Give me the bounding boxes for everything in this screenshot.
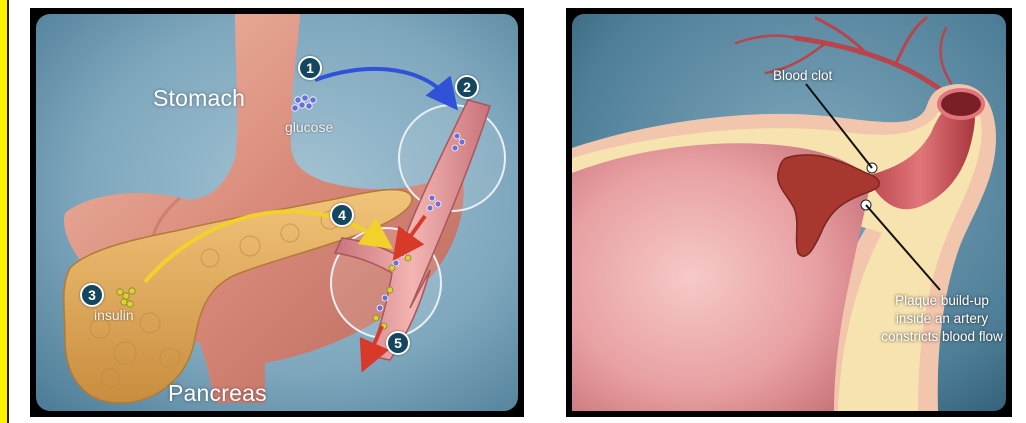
glucose-label: glucose	[285, 119, 333, 135]
step-badge-5: 5	[386, 331, 410, 355]
step-badge-4: 4	[330, 203, 354, 227]
step-badge-3: 3	[80, 283, 104, 307]
digestion-illustration	[30, 8, 524, 417]
artery-diagram-panel: Blood clot Plaque build-up inside an art…	[566, 8, 1012, 417]
step-badge-2: 2	[455, 75, 479, 99]
page-side-strip	[0, 0, 9, 423]
stomach-label: Stomach	[153, 85, 245, 112]
insulin-label: insulin	[94, 307, 134, 323]
blood-clot-label: Blood clot	[773, 67, 832, 85]
vessel-opening	[939, 90, 983, 118]
step-badge-1: 1	[298, 56, 322, 80]
pancreas-label: Pancreas	[168, 380, 267, 407]
plaque-label: Plaque build-up inside an artery constri…	[878, 292, 1006, 346]
digestion-diagram-panel: Stomach glucose insulin Pancreas 1 2 3 4…	[30, 8, 524, 417]
